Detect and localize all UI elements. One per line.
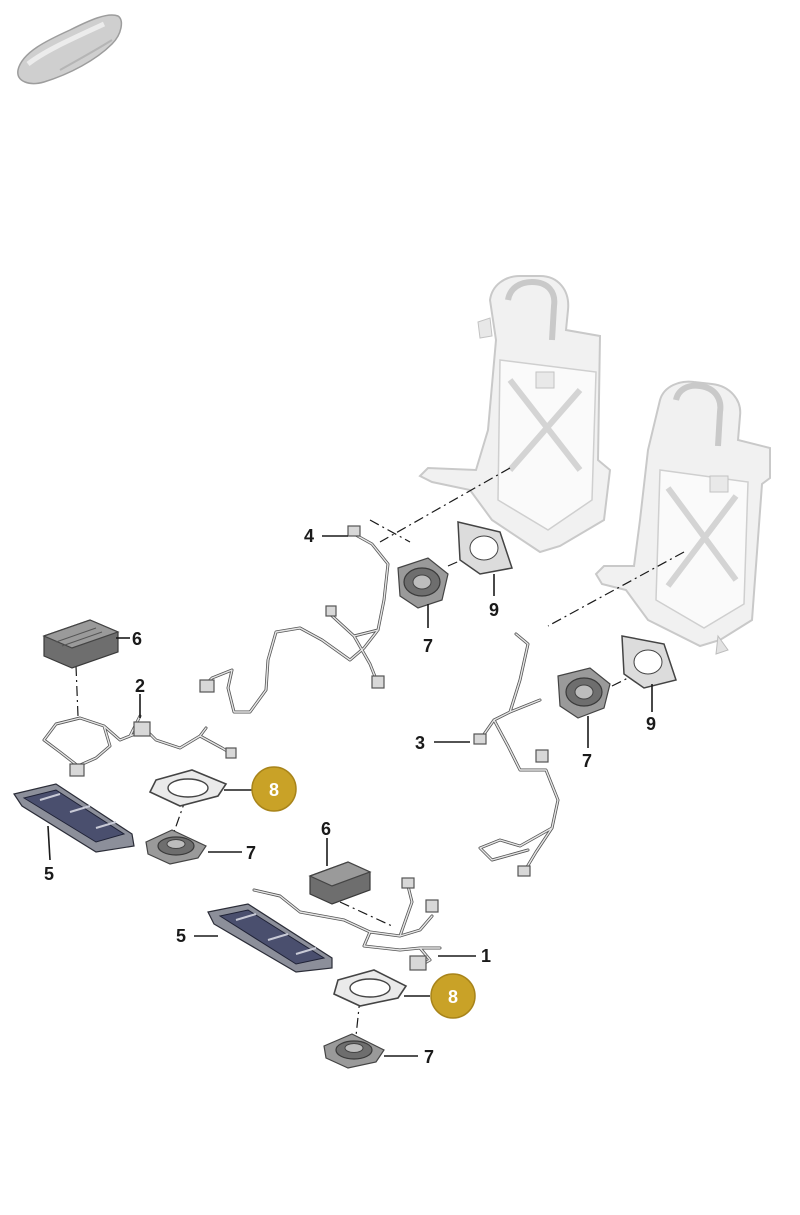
seat-backrest-frame-upper — [418, 275, 612, 554]
callout-9[interactable]: 9 — [646, 714, 656, 734]
fan-seal-9-right[interactable] — [621, 635, 677, 689]
wiring-harness-3[interactable] — [473, 632, 560, 877]
wiring-harness-1[interactable] — [252, 877, 442, 971]
seat-backrest-frame-lower — [594, 380, 771, 655]
callout-5[interactable]: 5 — [44, 864, 54, 884]
callout-9[interactable]: 9 — [489, 600, 499, 620]
leader-lines — [47, 535, 653, 1057]
highlight-badge-8-left[interactable]: 8 — [251, 766, 297, 812]
highlight-badge-8-lower[interactable]: 8 — [430, 973, 476, 1019]
callout-6[interactable]: 6 — [321, 819, 331, 839]
fan-seal-8-lower[interactable] — [333, 969, 408, 1007]
callout-3[interactable]: 3 — [415, 733, 425, 753]
callout-2[interactable]: 2 — [135, 676, 145, 696]
callout-5[interactable]: 5 — [176, 926, 186, 946]
seat-heating-pad-5-lower[interactable] — [207, 903, 333, 973]
callout-labels: 4 7 9 6 2 5 7 3 7 9 6 5 1 7 — [44, 526, 656, 1067]
callout-7[interactable]: 7 — [423, 636, 433, 656]
seat-heating-pad-5-left[interactable] — [13, 783, 135, 853]
seat-fan-7-right[interactable] — [557, 667, 611, 719]
callout-1[interactable]: 1 — [481, 946, 491, 966]
fan-seal-8-left[interactable] — [148, 769, 228, 807]
svg-text:8: 8 — [448, 987, 458, 1007]
callout-4[interactable]: 4 — [304, 526, 314, 546]
callout-7[interactable]: 7 — [582, 751, 592, 771]
car-silhouette-icon[interactable] — [17, 14, 123, 85]
seat-fan-7-left[interactable] — [145, 829, 207, 865]
seat-fan-7-upper[interactable] — [397, 557, 449, 609]
svg-text:8: 8 — [269, 780, 279, 800]
callout-7[interactable]: 7 — [424, 1047, 434, 1067]
seat-fan-7-lower[interactable] — [323, 1033, 385, 1069]
wiring-harness-4[interactable] — [199, 525, 390, 714]
wiring-harness-2[interactable] — [42, 714, 237, 777]
callout-7[interactable]: 7 — [246, 843, 256, 863]
control-unit-6-left[interactable] — [42, 619, 120, 669]
callout-6[interactable]: 6 — [132, 629, 142, 649]
fan-seal-9-upper[interactable] — [457, 521, 513, 575]
control-unit-6-lower[interactable] — [308, 861, 372, 905]
